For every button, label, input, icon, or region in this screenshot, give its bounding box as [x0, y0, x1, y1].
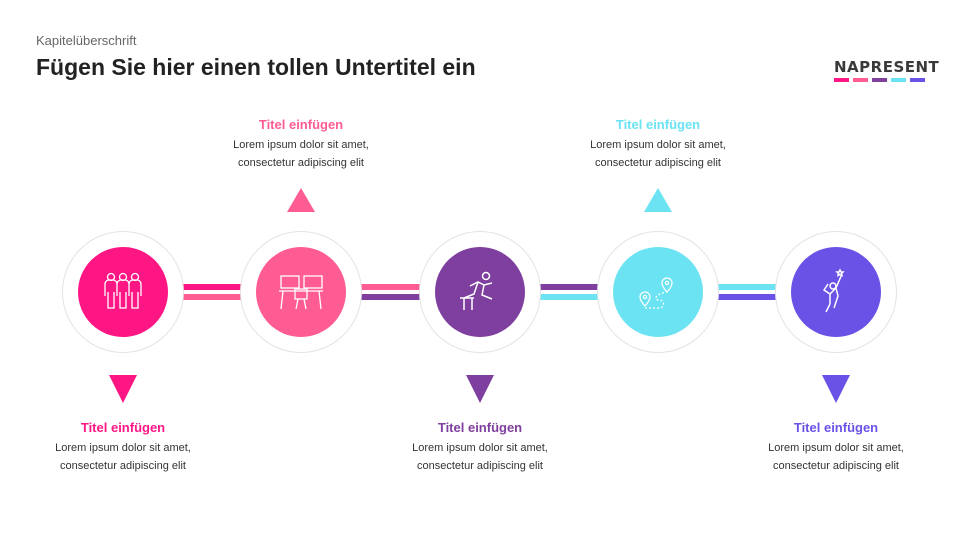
- arrow-down-icon: [109, 375, 137, 403]
- arrow-down-icon: [466, 375, 494, 403]
- logo-bar: [834, 78, 849, 82]
- connector-line: [718, 284, 776, 290]
- step-description: Lorem ipsum dolor sit amet, consectetur …: [590, 139, 726, 169]
- step-circle: [62, 231, 184, 353]
- connector-line: [361, 294, 420, 300]
- connector-line: [540, 294, 598, 300]
- hurdle-runner-icon: [460, 271, 493, 310]
- step-circle: [597, 231, 719, 353]
- connector-line: [183, 294, 241, 300]
- step-description: Lorem ipsum dolor sit amet, consectetur …: [55, 442, 191, 472]
- logo-bar: [853, 78, 868, 82]
- step-description: Lorem ipsum dolor sit amet, consectetur …: [768, 442, 904, 472]
- step-circle: [775, 231, 897, 353]
- arrow-up-icon: [644, 188, 672, 212]
- step-title: Titel einfügen: [437, 420, 523, 435]
- connector-line: [183, 284, 241, 290]
- logo-color-bars: [834, 78, 926, 82]
- step-icon-circle: [791, 247, 881, 337]
- arrow-up-icon: [287, 188, 315, 212]
- connector-line: [540, 284, 598, 290]
- step-title: Titel einfügen: [793, 420, 879, 435]
- logo: NAPRESENT: [834, 58, 940, 82]
- step-circle: [419, 231, 541, 353]
- reaching-star-icon: [822, 268, 845, 313]
- logo-bar: [891, 78, 906, 82]
- connector-line: [718, 294, 776, 300]
- step-icon-circle: [256, 247, 346, 337]
- step-description: Lorem ipsum dolor sit amet, consectetur …: [233, 139, 369, 169]
- workstation-icon: [279, 275, 323, 310]
- step-title: Titel einfügen: [258, 117, 344, 132]
- connector-line: [361, 284, 420, 290]
- logo-bar: [872, 78, 887, 82]
- arrow-down-icon: [822, 375, 850, 403]
- step-icon-circle: [435, 247, 525, 337]
- step-circle: [240, 231, 362, 353]
- map-route-icon: [639, 277, 673, 309]
- step-description: Lorem ipsum dolor sit amet, consectetur …: [412, 442, 548, 472]
- step-title: Titel einfügen: [615, 117, 701, 132]
- chapter-heading: Kapitelüberschrift: [36, 33, 137, 48]
- logo-bar: [910, 78, 925, 82]
- people-group-icon: [104, 272, 142, 309]
- page-title: Fügen Sie hier einen tollen Untertitel e…: [36, 54, 476, 80]
- step-icon-circle: [613, 247, 703, 337]
- step-icon-circle: [78, 247, 168, 337]
- step-title: Titel einfügen: [80, 420, 166, 435]
- logo-text: NAPRESENT: [834, 58, 940, 76]
